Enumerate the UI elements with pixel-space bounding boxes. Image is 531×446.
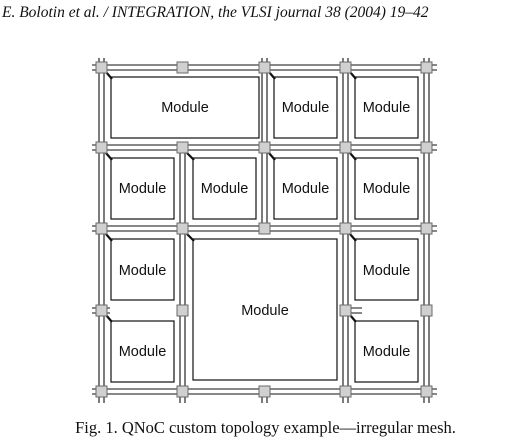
module bbox=[354, 76, 419, 139]
module bbox=[110, 320, 175, 383]
router bbox=[420, 141, 433, 154]
router bbox=[258, 222, 271, 235]
router bbox=[258, 61, 271, 74]
router bbox=[176, 141, 189, 154]
module bbox=[354, 320, 419, 383]
router bbox=[176, 304, 189, 317]
module-labels: Module Module Module Module Module Modul… bbox=[119, 100, 411, 360]
router bbox=[339, 141, 352, 154]
routers bbox=[95, 61, 433, 398]
router bbox=[339, 61, 352, 74]
router bbox=[420, 61, 433, 74]
module-label: Module bbox=[241, 303, 289, 319]
module-label: Module bbox=[119, 344, 167, 360]
module-label: Module bbox=[363, 263, 411, 279]
module-large bbox=[192, 238, 338, 381]
router bbox=[339, 385, 352, 398]
router bbox=[95, 141, 108, 154]
module-label: Module bbox=[119, 263, 167, 279]
router bbox=[176, 385, 189, 398]
router bbox=[95, 304, 108, 317]
module-label: Module bbox=[363, 181, 411, 197]
router bbox=[95, 222, 108, 235]
module-label: Module bbox=[119, 181, 167, 197]
router bbox=[95, 385, 108, 398]
module-wide bbox=[110, 76, 260, 139]
module bbox=[354, 157, 419, 220]
module-label: Module bbox=[161, 100, 209, 116]
router bbox=[420, 304, 433, 317]
module bbox=[354, 238, 419, 301]
router bbox=[258, 385, 271, 398]
router bbox=[420, 385, 433, 398]
module bbox=[192, 157, 257, 220]
module bbox=[110, 157, 175, 220]
module-label: Module bbox=[282, 181, 330, 197]
router bbox=[339, 222, 352, 235]
module bbox=[273, 157, 338, 220]
module-label: Module bbox=[363, 100, 411, 116]
module bbox=[110, 238, 175, 301]
router bbox=[176, 222, 189, 235]
module-label: Module bbox=[282, 100, 330, 116]
module-label: Module bbox=[201, 181, 249, 197]
module-label: Module bbox=[363, 344, 411, 360]
router bbox=[339, 304, 352, 317]
module-connectors bbox=[105, 71, 357, 323]
topology-figure: Module Module Module Module Module Modul… bbox=[92, 58, 437, 403]
module bbox=[273, 76, 338, 139]
running-header: E. Bolotin et al. / INTEGRATION, the VLS… bbox=[2, 4, 429, 21]
router bbox=[420, 222, 433, 235]
modules bbox=[110, 76, 419, 383]
router bbox=[95, 61, 108, 74]
router bbox=[176, 61, 189, 74]
figure-caption: Fig. 1. QNoC custom topology example—irr… bbox=[75, 418, 456, 437]
router bbox=[258, 141, 271, 154]
